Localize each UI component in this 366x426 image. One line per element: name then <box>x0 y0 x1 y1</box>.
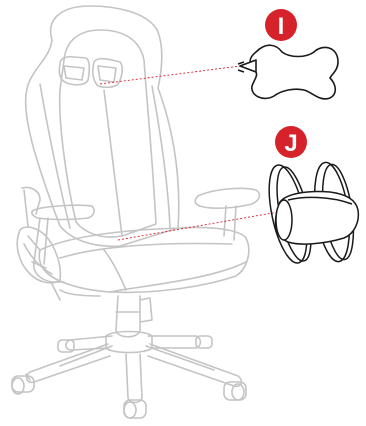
right-armrest-pad <box>195 188 259 208</box>
caster-right <box>224 382 246 400</box>
seat-side-stripe <box>104 250 126 290</box>
seat-cushion <box>39 227 249 292</box>
callout-badge-j: J <box>275 126 307 158</box>
base-leg-right-front <box>148 344 241 386</box>
right-armrest-post <box>224 206 236 240</box>
base-hub <box>106 332 152 353</box>
leader-lines <box>100 66 278 240</box>
gaming-chair-illustration <box>12 6 259 418</box>
headrest-slot-right <box>93 59 122 88</box>
head-pillow-icon <box>238 45 338 99</box>
lumbar-cushion-icon <box>262 160 359 266</box>
gas-lift <box>116 296 140 337</box>
backrest-center-line <box>104 90 122 236</box>
seat-front-edge <box>110 262 246 292</box>
callout-letter-j: J <box>284 130 297 157</box>
seat-inner-line <box>60 244 232 258</box>
left-armrest-pad <box>32 205 94 219</box>
caster-left <box>12 374 34 394</box>
callout-letter-i: I <box>278 13 285 40</box>
leader-line-lumbar <box>118 212 278 240</box>
callout-badge-i: I <box>265 9 297 41</box>
base-leg-front <box>126 354 142 403</box>
